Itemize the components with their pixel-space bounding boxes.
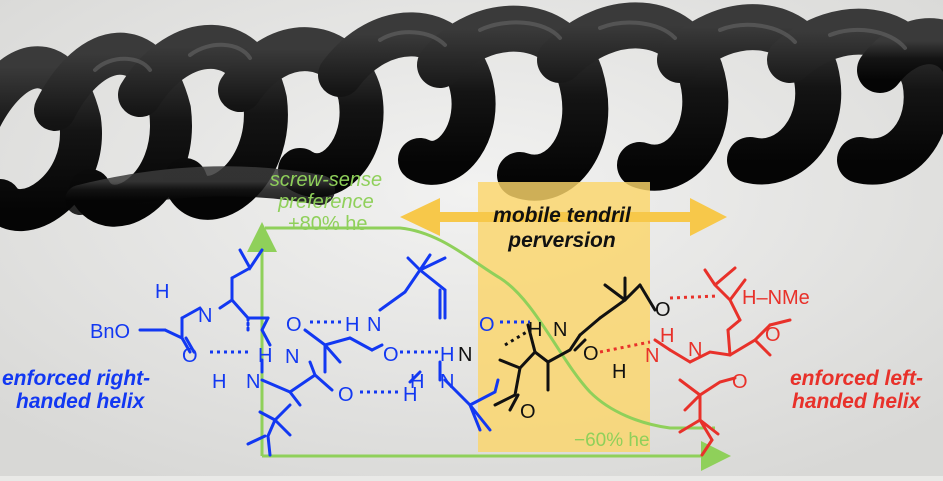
tendril-double-arrow bbox=[400, 198, 727, 236]
o-label: O bbox=[520, 401, 536, 423]
n-label: N bbox=[688, 339, 702, 361]
screw-sense-label-2: preference bbox=[277, 191, 374, 213]
o-label: O bbox=[338, 384, 354, 406]
n-label: N bbox=[440, 371, 454, 393]
o-label: O bbox=[765, 324, 781, 346]
right-caption-2: handed helix bbox=[792, 390, 922, 413]
h-label: H bbox=[612, 361, 626, 383]
blue-hbonds bbox=[210, 320, 530, 394]
h-label: H bbox=[440, 344, 454, 366]
n-label: N bbox=[367, 314, 381, 336]
n-label: N bbox=[246, 371, 260, 393]
right-caption-1: enforced left- bbox=[790, 367, 923, 390]
pct-top-label: +80% he bbox=[288, 213, 368, 235]
n-label: N bbox=[553, 319, 567, 341]
o-label: O bbox=[732, 371, 748, 393]
h-label: H bbox=[403, 384, 417, 406]
n-label: N bbox=[285, 346, 299, 368]
tendril-label-2: perversion bbox=[507, 229, 615, 252]
h-label: H bbox=[155, 281, 169, 303]
red-hbonds bbox=[599, 294, 719, 354]
left-caption-2: handed helix bbox=[16, 390, 146, 413]
blue-atom-labels: BnO H N O O H N H N H N O O H H H N O bbox=[90, 281, 495, 406]
o-label: O bbox=[655, 299, 671, 321]
h-label: H bbox=[660, 325, 674, 347]
black-hbonds bbox=[504, 328, 531, 347]
red-atom-labels: H–NMe H N N O O bbox=[645, 287, 810, 393]
o-label: O bbox=[479, 314, 495, 336]
n-label: N bbox=[458, 344, 472, 366]
black-atom-labels: H N N O O O bbox=[458, 299, 671, 423]
tendril-label-1: mobile tendril bbox=[493, 204, 632, 227]
red-structure bbox=[653, 266, 792, 457]
o-label: O bbox=[383, 344, 399, 366]
h-label: H bbox=[345, 314, 359, 336]
black-structure bbox=[493, 276, 657, 412]
screw-sense-plot bbox=[247, 222, 731, 471]
h-label: H bbox=[258, 345, 272, 367]
pct-bottom-label: −60% he bbox=[574, 430, 650, 451]
bno-label: BnO bbox=[90, 321, 130, 343]
o-label: O bbox=[286, 314, 302, 336]
nh-me-label: H–NMe bbox=[742, 287, 810, 309]
h-label: H bbox=[212, 371, 226, 393]
left-caption-1: enforced right- bbox=[2, 367, 150, 390]
tendril-highlight-box bbox=[478, 182, 650, 452]
screw-sense-label-1: screw-sense bbox=[270, 169, 382, 191]
h-label: H bbox=[528, 319, 542, 341]
h-label: H bbox=[410, 371, 424, 393]
o-label: O bbox=[182, 345, 198, 367]
n-label: N bbox=[198, 305, 212, 327]
o-label: O bbox=[583, 343, 599, 365]
blue-structure bbox=[138, 248, 500, 457]
screw-sense-curve bbox=[265, 226, 700, 430]
n-label: N bbox=[645, 345, 659, 367]
cable-highlights bbox=[93, 20, 907, 72]
